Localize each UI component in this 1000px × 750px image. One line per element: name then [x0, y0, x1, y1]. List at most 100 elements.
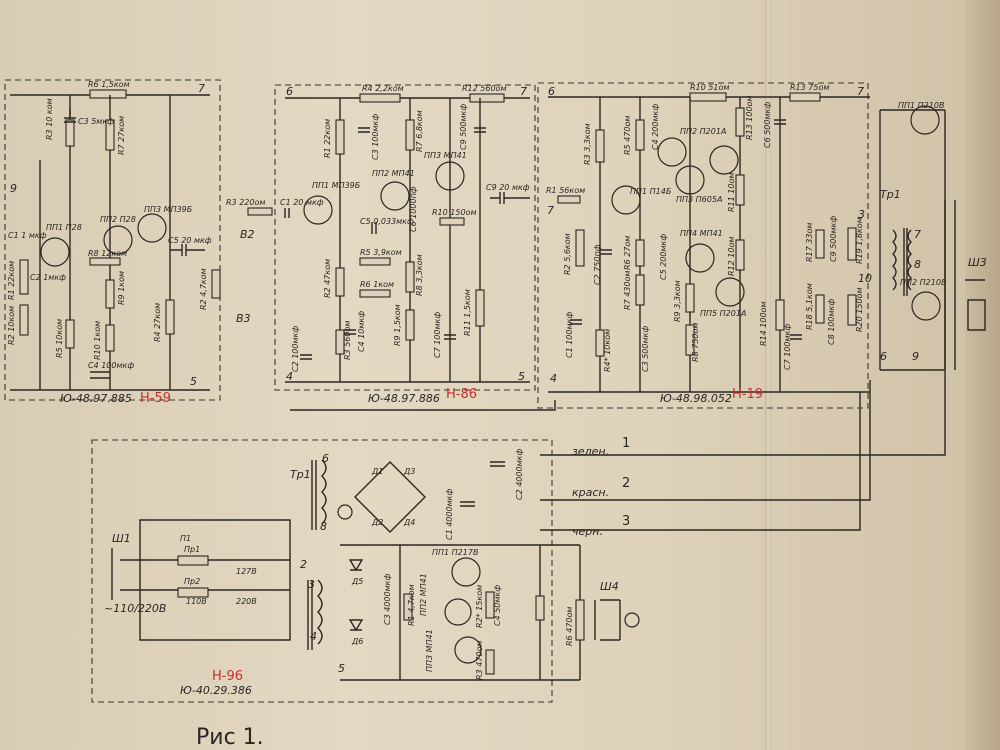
- n86-b2-label: В2: [240, 228, 255, 241]
- n19-r5: [635, 119, 645, 151]
- module-n19: R10 51ом R13 75ом R3 3,3ком R5 470ом C4 …: [537, 82, 987, 409]
- n59-r5: [65, 319, 75, 349]
- n19-term-6b: 6: [880, 350, 887, 363]
- n59-c1-label: C1 1 мкф: [8, 231, 47, 240]
- n19-r6: [635, 239, 645, 267]
- n19-r14-label: R14 100ом: [759, 302, 768, 346]
- n96-v220-label: 220В: [236, 597, 257, 606]
- n96-r2: [485, 591, 495, 619]
- n19-term-3: 3: [858, 208, 865, 221]
- n96-pp2: [444, 598, 472, 626]
- n96-tr1-secondary: [307, 579, 323, 650]
- n86-c3: [358, 127, 370, 133]
- wire-3-num: 3: [622, 514, 630, 529]
- n19-r3-label: R3 3,3ком: [583, 123, 592, 165]
- n19-pp4: [685, 243, 715, 273]
- n86-r10-label: R10 150ом: [432, 208, 476, 217]
- n96-lamp-l1: [337, 504, 353, 520]
- n96-bridge: [354, 461, 426, 533]
- n19-term-7b: 7: [547, 204, 554, 217]
- n86-c4: [344, 329, 356, 335]
- n19-r10-label: R10 51ом: [690, 83, 729, 92]
- n19-r6-label: R6 27ом: [623, 236, 632, 270]
- n59-r6-label: R6 1,5ком: [88, 80, 130, 89]
- n86-term-6: 6: [286, 85, 293, 98]
- module-n96-border: [91, 439, 553, 703]
- module-n96: зелен. 1 красн. 2 черн. 3 Тр1 Д1 Д3 Д2 Д…: [91, 436, 640, 703]
- n86-r11: [475, 289, 485, 327]
- n19-r11-label: R11 10ом: [727, 173, 736, 212]
- n86-r6: [359, 289, 391, 298]
- n19-c2-label: C2 750пф: [593, 244, 602, 285]
- n96-term-4: 4: [310, 630, 317, 643]
- n86-r3b: [335, 329, 345, 355]
- n86-r7: [405, 119, 415, 151]
- n86-r2v-label: R2 4,7ком: [199, 268, 208, 310]
- n19-pp2b: [911, 291, 941, 321]
- n96-pr2: [177, 587, 209, 598]
- n19-c2: [600, 249, 612, 255]
- n96-regulator-rails: [340, 544, 581, 681]
- n96-pp3: [454, 636, 482, 664]
- n59-term-5: 5: [190, 375, 197, 388]
- n86-pp3: [435, 161, 465, 191]
- n86-c4-label: C4 10мкф: [357, 311, 366, 352]
- n59-branches: [39, 95, 171, 390]
- n86-pp2: [380, 181, 410, 211]
- n96-lamp-out: [624, 612, 640, 628]
- n19-c4-label: C4 200мкф: [651, 104, 660, 150]
- n19-r17-label: R17 33ом: [805, 223, 814, 262]
- n59-c2-label: C2 1мкф: [30, 273, 66, 282]
- n19-r10: [689, 92, 727, 102]
- n59-term-7: 7: [198, 82, 205, 95]
- n96-tr1-label: Тр1: [290, 468, 311, 481]
- n59-pp3: [137, 213, 167, 243]
- n96-pr1: [177, 555, 209, 566]
- n19-r13b-label: R13 100ом: [745, 96, 754, 140]
- n86-r1-label: R1 22ком: [323, 119, 332, 158]
- n96-pp1: [451, 557, 481, 587]
- n19-marker: Н-19: [732, 387, 763, 402]
- n59-pp2-label: ПП2 П28: [100, 215, 136, 224]
- n19-c7: [790, 334, 802, 340]
- n19-r7-label: R7 430ом: [623, 271, 632, 310]
- n59-marker: Н-59: [140, 391, 171, 406]
- wire-2-label: красн.: [572, 486, 609, 499]
- n19-pp4-label: ПП4 МП41: [680, 229, 723, 238]
- n86-branches: [339, 98, 481, 382]
- n19-c5-label: C5 200мкф: [659, 234, 668, 280]
- n86-r4-label: R4 2,2ком: [362, 84, 404, 93]
- n19-r18-label: R18 5,1ком: [805, 283, 814, 330]
- n96-term-2: 2: [300, 558, 307, 571]
- n19-term-7c: 7: [914, 228, 921, 241]
- n96-r6-label: R6 470ом: [565, 607, 574, 646]
- n19-pp2-label: ПП2 П201А: [680, 127, 726, 136]
- n96-term-6: 6: [322, 452, 329, 465]
- n19-r19-label: R19 1,8ком: [855, 217, 864, 264]
- n19-pp3-label: ПП3 П605А: [676, 195, 722, 204]
- n19-term-7: 7: [857, 85, 864, 98]
- n19-r5-label: R5 470ом: [623, 116, 632, 155]
- n96-c3-label: C3 4000мкф: [383, 574, 392, 625]
- n19-c3-label: C3 500мкф: [641, 326, 650, 372]
- n86-r6-label: R6 1ком: [360, 280, 394, 289]
- n96-c2: [490, 461, 505, 467]
- n86-marker: Н-86: [446, 387, 477, 402]
- n86-r10: [439, 217, 465, 226]
- n96-marker: Н-96: [212, 669, 243, 684]
- n96-term-5: 5: [338, 662, 345, 675]
- n96-d2-label: Д2: [371, 518, 383, 527]
- n19-tr1-label: Тр1: [880, 188, 901, 201]
- n19-r12-label: R12 10ом: [727, 237, 736, 276]
- n59-r2: [19, 304, 29, 336]
- n86-r1: [335, 119, 345, 155]
- n86-c6-label: C6 1000пф: [409, 186, 418, 232]
- n19-c8-label: C8 100мкф: [827, 299, 836, 345]
- n59-r1: [19, 259, 29, 295]
- n19-r13-label: R13 75ом: [790, 83, 829, 92]
- module-n59: R6 1,5ком R3 10 ком R7 27ком ПП1 П28 ПП2…: [4, 79, 221, 406]
- n59-r3-label: R3 10 ком: [45, 98, 54, 140]
- n59-pp1: [40, 237, 70, 267]
- n86-r5-label: R5 3,9ком: [360, 248, 402, 257]
